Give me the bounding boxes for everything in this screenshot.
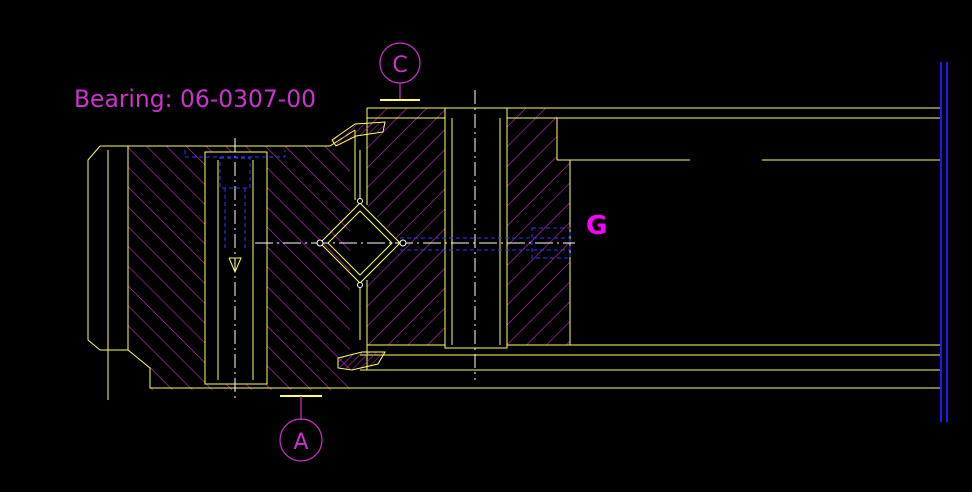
outer-ring (87, 129, 356, 400)
callout-g-label: G (586, 211, 607, 241)
raceway-centerlines (255, 198, 575, 288)
callout-c: C (379, 42, 421, 101)
inner-ring-hatched-right (507, 108, 570, 345)
bolt-hole-a (204, 151, 268, 385)
inner-ring (355, 90, 940, 389)
frame-edge (940, 62, 948, 422)
callout-a-bubble (279, 418, 323, 462)
callout-a-letter: A (293, 430, 308, 455)
bolt-hole-c (444, 107, 508, 349)
bottom-seal (337, 351, 386, 371)
inner-ring-hatched-left (367, 108, 445, 345)
callout-a: A (279, 395, 323, 462)
top-seal (331, 121, 386, 147)
outer-ring-outline (100, 129, 356, 147)
callout-c-letter: C (392, 53, 407, 78)
bearing-title-label: Bearing: 06-0307-00 (74, 85, 316, 113)
seals (331, 121, 386, 371)
